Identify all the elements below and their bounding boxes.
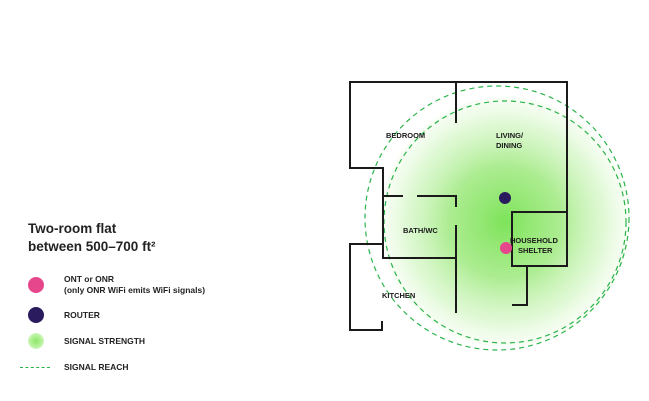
legend-label-ont-note: (only ONR WiFi emits WiFi signals) xyxy=(64,285,206,295)
legend-label-router: ROUTER xyxy=(64,309,100,320)
legend-label-signal-reach: SIGNAL REACH xyxy=(64,361,129,372)
legend-item-signal-strength: SIGNAL STRENGTH xyxy=(18,328,268,354)
room-label-bath: BATH/WC xyxy=(403,226,438,235)
legend-item-signal-reach: SIGNAL REACH xyxy=(18,354,268,380)
legend-title-line2: between 500–700 ft² xyxy=(28,239,156,254)
legend-title: Two-room flat between 500–700 ft² xyxy=(28,220,268,256)
room-label-shelter-1: HOUSEHOLD xyxy=(510,236,559,245)
legend-label-ont: ONT or ONR xyxy=(64,274,115,284)
room-label-shelter-2: SHELTER xyxy=(518,246,553,255)
legend-item-router: ROUTER xyxy=(18,302,268,328)
legend-label-signal-strength: SIGNAL STRENGTH xyxy=(64,335,146,346)
ont-marker xyxy=(500,242,512,254)
room-label-living-1: LIVING/ xyxy=(496,131,524,140)
navy-dot-icon xyxy=(28,307,44,323)
dashed-line-icon xyxy=(20,366,50,368)
room-label-bedroom: BEDROOM xyxy=(386,131,425,140)
signal-reach-outer-ring xyxy=(364,85,630,351)
room-label-kitchen: KITCHEN xyxy=(382,291,415,300)
legend-item-ont: ONT or ONR (only ONR WiFi emits WiFi sig… xyxy=(18,268,268,302)
router-marker xyxy=(499,192,511,204)
legend: Two-room flat between 500–700 ft² ONT or… xyxy=(18,220,268,380)
kitchen-left-wall xyxy=(349,243,384,331)
room-label-living-2: DINING xyxy=(496,141,522,150)
outer-wall-top xyxy=(349,81,568,266)
legend-title-line1: Two-room flat xyxy=(28,221,117,236)
green-glow-icon xyxy=(28,333,44,349)
pink-dot-icon xyxy=(28,277,44,293)
